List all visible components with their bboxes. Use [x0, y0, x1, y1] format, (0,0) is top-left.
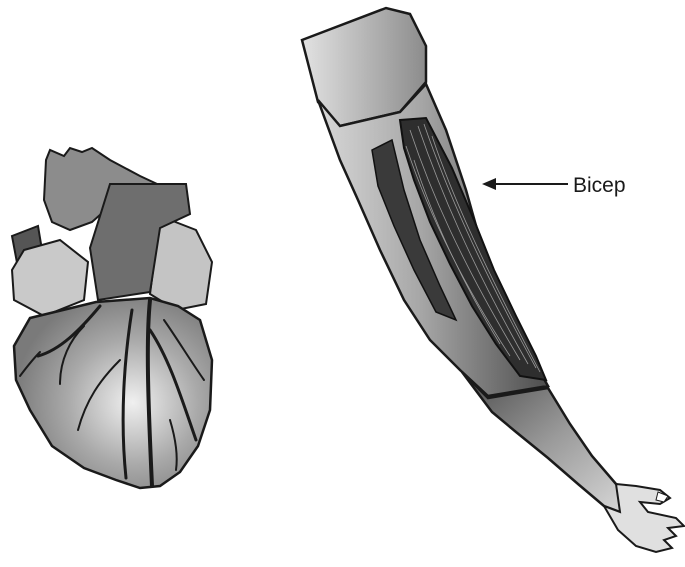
arm-illustration [302, 8, 684, 552]
bicep-label: Bicep [573, 174, 626, 198]
heart-illustration [12, 148, 212, 488]
left-atrium [12, 240, 88, 316]
ventricles [14, 298, 212, 488]
bicep-pointer [482, 178, 568, 190]
